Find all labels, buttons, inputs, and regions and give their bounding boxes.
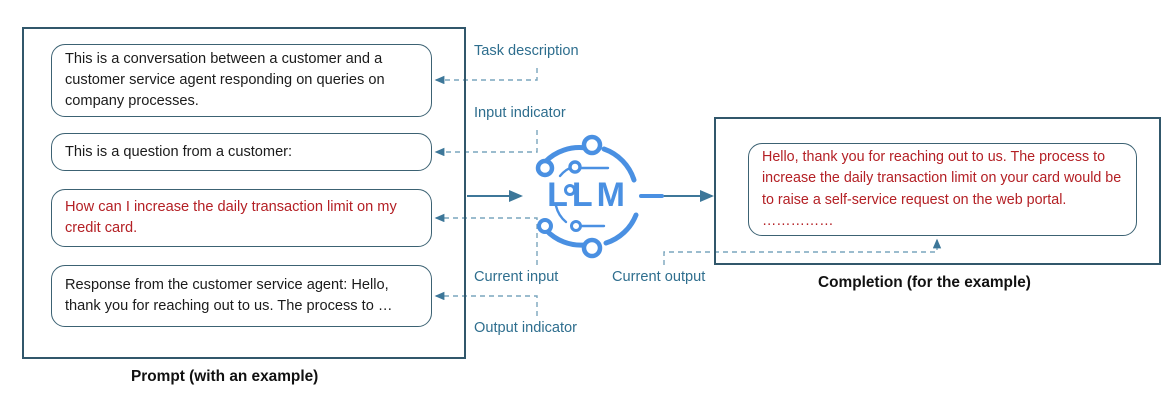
annotation-current-input: Current input [474, 269, 559, 285]
card-input-indicator-text: This is a question from a customer: [65, 143, 293, 160]
llm-logo: LLM [523, 141, 653, 249]
card-completion-output-text: Hello, thank you for reaching out to us.… [762, 148, 1122, 230]
card-task-description-text: This is a conversation between a custome… [65, 51, 385, 109]
caption-prompt: Prompt (with an example) [131, 368, 319, 385]
annotation-task-description: Task description [474, 43, 579, 59]
caption-completion: Completion (for the example) [818, 274, 1031, 291]
card-input-indicator: This is a question from a customer: [51, 133, 432, 171]
card-task-description: This is a conversation between a custome… [51, 44, 432, 117]
llm-logo-label: LLM [547, 175, 629, 214]
card-output-indicator: Response from the customer service agent… [51, 265, 432, 327]
card-current-input: How can I increase the daily transaction… [51, 189, 432, 247]
annotation-current-output: Current output [612, 269, 706, 285]
annotation-input-indicator: Input indicator [474, 105, 566, 121]
annotation-output-indicator: Output indicator [474, 320, 578, 336]
completion-container [714, 117, 1161, 265]
card-current-input-text: How can I increase the daily transaction… [65, 199, 397, 236]
card-completion-output: Hello, thank you for reaching out to us.… [748, 143, 1137, 236]
card-output-indicator-text: Response from the customer service agent… [65, 277, 393, 314]
prompt-container [22, 27, 466, 359]
